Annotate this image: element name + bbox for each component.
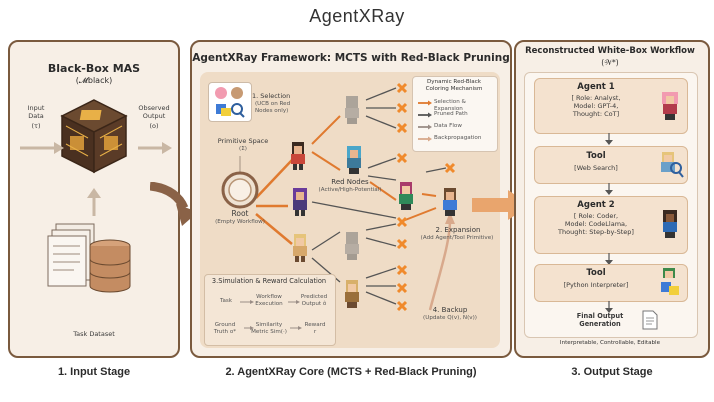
primitive-space-symbol: (Σ) (239, 146, 247, 152)
root-node (221, 171, 259, 209)
legend-swatch-arrowhead (428, 136, 432, 142)
legend-swatch-arrowhead (428, 124, 432, 130)
pruned-x-icon (396, 264, 408, 276)
input-stage-subtitle: (𝓜black) (75, 76, 113, 85)
down-arrow (605, 301, 613, 313)
backup-label: 4. Backup (432, 306, 468, 314)
pixel-agent-avatar-icon (662, 92, 678, 120)
agent1-title: Agent 1 (577, 82, 615, 92)
magnifier-icon (661, 152, 684, 178)
down-arrow (605, 253, 613, 265)
chip-cube-icon (60, 99, 128, 174)
pruned-x-icon (396, 216, 408, 228)
sim-similarity: Similarity Metric Sim(·) (251, 322, 287, 335)
agent1-card (534, 78, 688, 134)
tool2-title: Tool (586, 268, 606, 278)
input-stage-caption: 1. Input Stage (57, 366, 131, 378)
task-dataset-label: Task Dataset (73, 330, 115, 338)
down-arrow (605, 183, 613, 195)
selection-note: (UCB on Red Nodes only) (255, 101, 291, 114)
pruned-x-icon (396, 82, 408, 94)
expansion-label: 2. Expansion (435, 226, 481, 234)
dataset-up-arrow (87, 188, 101, 216)
pruned-x-icon (444, 162, 456, 174)
output-footer: Interpretable, Controllable, Editable (559, 340, 661, 346)
pruned-x-icon (396, 152, 408, 164)
mcts-tree-edges (239, 87, 455, 311)
legend-swatch-arrowhead (428, 112, 432, 118)
pixel-agent-avatar-icon (345, 96, 359, 124)
tool1-desc: [Web Search] (574, 164, 618, 172)
observed-output-symbol: (o) (149, 122, 159, 130)
down-arrow (605, 133, 613, 145)
pixel-agent-avatar-icon (399, 182, 413, 210)
simulation-box (204, 274, 336, 346)
pruned-x-icon (396, 238, 408, 250)
core-caption: 2. AgentXRay Core (MCTS + Red-Black Prun… (225, 366, 477, 378)
database-icon (89, 239, 131, 293)
primitive-space-label: Primitive Space (217, 137, 269, 145)
tool1-title: Tool (586, 151, 606, 161)
pruned-x-icon (396, 102, 408, 114)
flow-arrow-input-to-core (150, 182, 198, 226)
pixel-agent-avatar-icon (215, 87, 245, 118)
pixel-agent-avatar-icon (345, 280, 359, 308)
red-nodes-note: (Active/High-Potential) (318, 187, 382, 193)
input-data-label: Input Data (27, 104, 45, 120)
pixel-agent-avatar-icon (293, 188, 307, 216)
pruned-x-icon (396, 282, 408, 294)
output-stage-title: Reconstructed White-Box Workflow (525, 46, 695, 56)
simulation-arrows (240, 300, 302, 330)
pixel-agent-avatar-icon (663, 210, 677, 238)
legend-item-0: Selection & Expansion (434, 99, 466, 112)
sim-reward: Reward r (304, 322, 326, 335)
input-data-symbol: (τ) (31, 122, 41, 130)
page-title: AgentXRay (309, 6, 405, 26)
pixel-agent-avatar-icon (347, 146, 361, 174)
sim-task: Task (219, 298, 233, 304)
pruned-x-icon (396, 300, 408, 312)
backup-note: (Update Q(v), N(v)) (423, 315, 477, 321)
legend-swatch-arrowhead (428, 100, 432, 106)
pixel-agent-avatar-icon (291, 142, 305, 170)
output-stage-caption: 3. Output Stage (571, 366, 653, 378)
agent1-desc: [ Role: Analyst, Model: GPT-4, Thought: … (571, 94, 621, 118)
legend-item-1: Pruned Path (434, 111, 468, 117)
legend-item-2: Data Flow (434, 123, 462, 129)
observed-output-label: Observed Output (138, 104, 170, 120)
final-output-label: Final Output Generation (576, 312, 624, 328)
core-title: AgentXRay Framework: MCTS with Red-Black… (192, 52, 510, 64)
simulation-title: 3.Simulation & Reward Calculation (211, 277, 327, 285)
sim-predicted: Predicted Output ô (300, 294, 328, 307)
agent2-card (534, 196, 688, 254)
pixel-agent-avatar-icon (345, 232, 359, 260)
sim-ground: Ground Truth o* (213, 322, 237, 335)
pixel-agent-avatar-icon (293, 234, 307, 262)
document-stack-icon (47, 223, 95, 287)
pruned-x-icon (396, 122, 408, 134)
sim-workflow: Workflow Execution (255, 294, 283, 307)
tool2-desc: [Python Interpreter] (563, 281, 629, 289)
output-stage-subtitle: (𝒲*) (601, 58, 619, 67)
selection-label: 1. Selection (252, 92, 291, 100)
legend-title: Dynamic Red-Black Coloring Mechanism (425, 79, 483, 92)
legend-swatches (418, 100, 432, 142)
root-label: Root (231, 209, 249, 218)
python-logo-icon (661, 268, 679, 295)
input-output-arrows (20, 142, 172, 154)
legend-item-3: Backpropagation (434, 135, 482, 141)
red-nodes-label: Red Nodes (331, 178, 369, 186)
pixel-agent-avatar-icon (443, 188, 457, 216)
document-icon (642, 310, 658, 330)
root-note: (Empty Workflow) (215, 219, 265, 225)
agent2-desc: [ Role: Coder, Model: CodeLlama, Thought… (558, 212, 634, 236)
agent2-title: Agent 2 (577, 200, 615, 210)
input-stage-title: Black-Box MAS (47, 62, 141, 75)
expansion-note: (Add Agent/Tool Primitive) (420, 235, 494, 241)
